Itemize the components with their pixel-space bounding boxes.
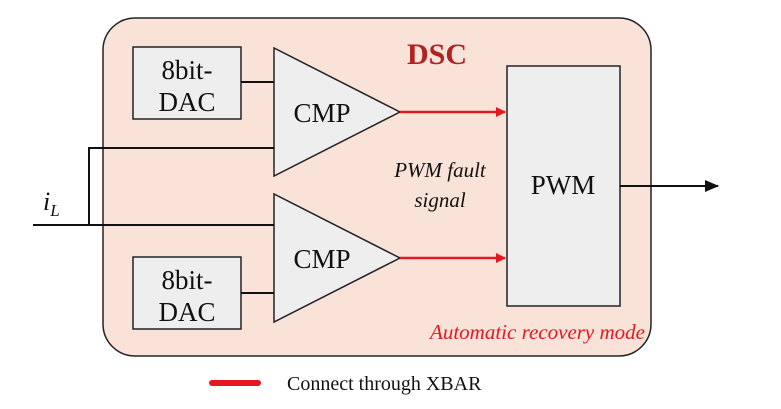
- recovery-mode-label: Automatic recovery mode: [428, 320, 645, 344]
- dac-top-label-line1: 8bit-: [162, 55, 213, 85]
- input-label: iL: [43, 187, 60, 220]
- dsc-label: DSC: [407, 38, 467, 71]
- dac-bottom-block: [132, 256, 242, 330]
- dac-bottom-label-line1: 8bit-: [162, 265, 213, 295]
- fault-signal-line1: PWM fault: [393, 158, 487, 182]
- legend-text: Connect through XBAR: [287, 373, 482, 395]
- dac-top-label-line2: DAC: [158, 87, 215, 117]
- fault-signal-line2: signal: [414, 188, 466, 212]
- dac-top-block: [132, 46, 242, 120]
- cmp-top-triangle: [273, 46, 402, 178]
- cmp-top-label: CMP: [293, 98, 350, 128]
- cmp-bottom-triangle: [273, 192, 402, 324]
- pwm-label: PWM: [531, 170, 596, 200]
- cmp-bottom-label: CMP: [293, 244, 350, 274]
- pwm-block: [506, 65, 621, 307]
- input-branch-top: [88, 147, 274, 225]
- dac-bottom-label-line2: DAC: [158, 297, 215, 327]
